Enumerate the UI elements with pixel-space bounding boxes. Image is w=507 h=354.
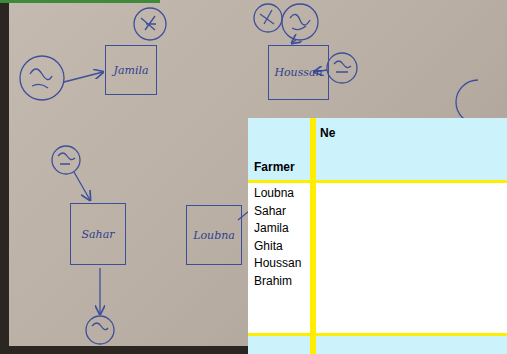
node-text: Loubna	[193, 229, 235, 242]
table-cell: Sahar	[254, 204, 286, 218]
table-cell: Loubna	[254, 186, 294, 200]
column-rule	[310, 118, 316, 354]
table-cell: Ghita	[254, 239, 283, 253]
footer-rule	[248, 333, 507, 336]
farmer-box: Sahar	[70, 203, 126, 265]
table-cell: Jamila	[254, 221, 289, 235]
table-cell: Brahim	[254, 274, 292, 288]
farmer-box: Houssan	[268, 45, 329, 100]
column-header: Farmer	[254, 160, 295, 174]
node-text: Sahar	[82, 228, 115, 241]
table-cell: Houssan	[254, 256, 301, 270]
footer-band	[248, 336, 507, 354]
node-text: Houssan	[274, 66, 322, 79]
node-text: Jamila	[114, 64, 149, 77]
data-table: Farmer NeLoubnaSaharJamilaGhitaHoussanBra…	[248, 118, 507, 354]
header-rule	[248, 180, 507, 183]
farmer-box: Loubna	[186, 205, 242, 265]
column-header: Ne	[320, 126, 335, 140]
farmer-box: Jamila	[105, 45, 157, 95]
